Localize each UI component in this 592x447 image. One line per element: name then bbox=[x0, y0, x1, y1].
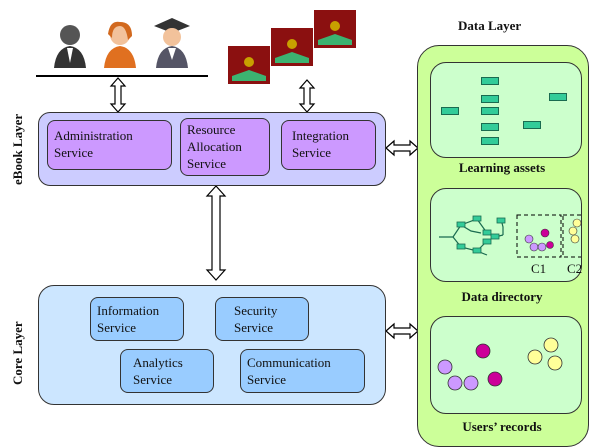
analytics-service: Analytics Service bbox=[120, 349, 214, 393]
double-arrow-ebook-data bbox=[385, 139, 419, 157]
users-records-dots bbox=[437, 337, 563, 391]
cluster-c2-label: C2 bbox=[567, 261, 583, 276]
data-directory-caption: Data directory bbox=[461, 289, 543, 304]
asset-item bbox=[481, 77, 499, 85]
administration-service: Administration Service bbox=[47, 120, 172, 170]
asset-item bbox=[481, 123, 499, 131]
user-icons bbox=[36, 18, 208, 77]
resource-allocation-service: Resource Allocation Service bbox=[180, 118, 270, 176]
cluster-c2-box bbox=[562, 214, 581, 258]
directory-graph bbox=[439, 214, 581, 258]
asset-item bbox=[523, 121, 541, 129]
double-arrow-ebook-core bbox=[205, 185, 227, 281]
information-service: Information Service bbox=[90, 297, 184, 341]
learning-assets-box bbox=[430, 62, 582, 158]
data-directory-box: C1 C2 bbox=[430, 188, 582, 282]
asset-item bbox=[481, 107, 499, 115]
users-records-box bbox=[430, 316, 582, 414]
learning-assets-caption: Learning assets bbox=[458, 160, 546, 175]
integration-service: Integration Service bbox=[281, 120, 376, 170]
asset-item bbox=[441, 107, 459, 115]
asset-item bbox=[481, 95, 499, 103]
businessman-icon bbox=[54, 25, 86, 68]
data-layer-title: Data Layer bbox=[458, 18, 522, 33]
communication-service: Communication Service bbox=[240, 349, 365, 393]
double-arrow-books-ebook bbox=[298, 79, 316, 113]
ebook-layer-label: eBook Layer bbox=[10, 113, 25, 185]
graduate-icon bbox=[154, 18, 190, 68]
core-layer-label: Core Layer bbox=[10, 321, 25, 385]
cluster-c1-box bbox=[516, 214, 562, 258]
users-records-caption: Users’ records bbox=[462, 419, 542, 434]
ebook-icon bbox=[314, 10, 356, 48]
security-service: Security Service bbox=[215, 297, 309, 341]
double-arrow-users-ebook bbox=[109, 77, 127, 113]
cluster-c1-label: C1 bbox=[531, 261, 547, 276]
woman-user-icon bbox=[104, 21, 136, 68]
double-arrow-core-data bbox=[385, 322, 419, 340]
ebook-icons bbox=[228, 10, 356, 84]
asset-item bbox=[481, 137, 499, 145]
asset-item bbox=[549, 93, 567, 101]
ebook-icon bbox=[228, 46, 270, 84]
ebook-icon bbox=[271, 28, 313, 66]
